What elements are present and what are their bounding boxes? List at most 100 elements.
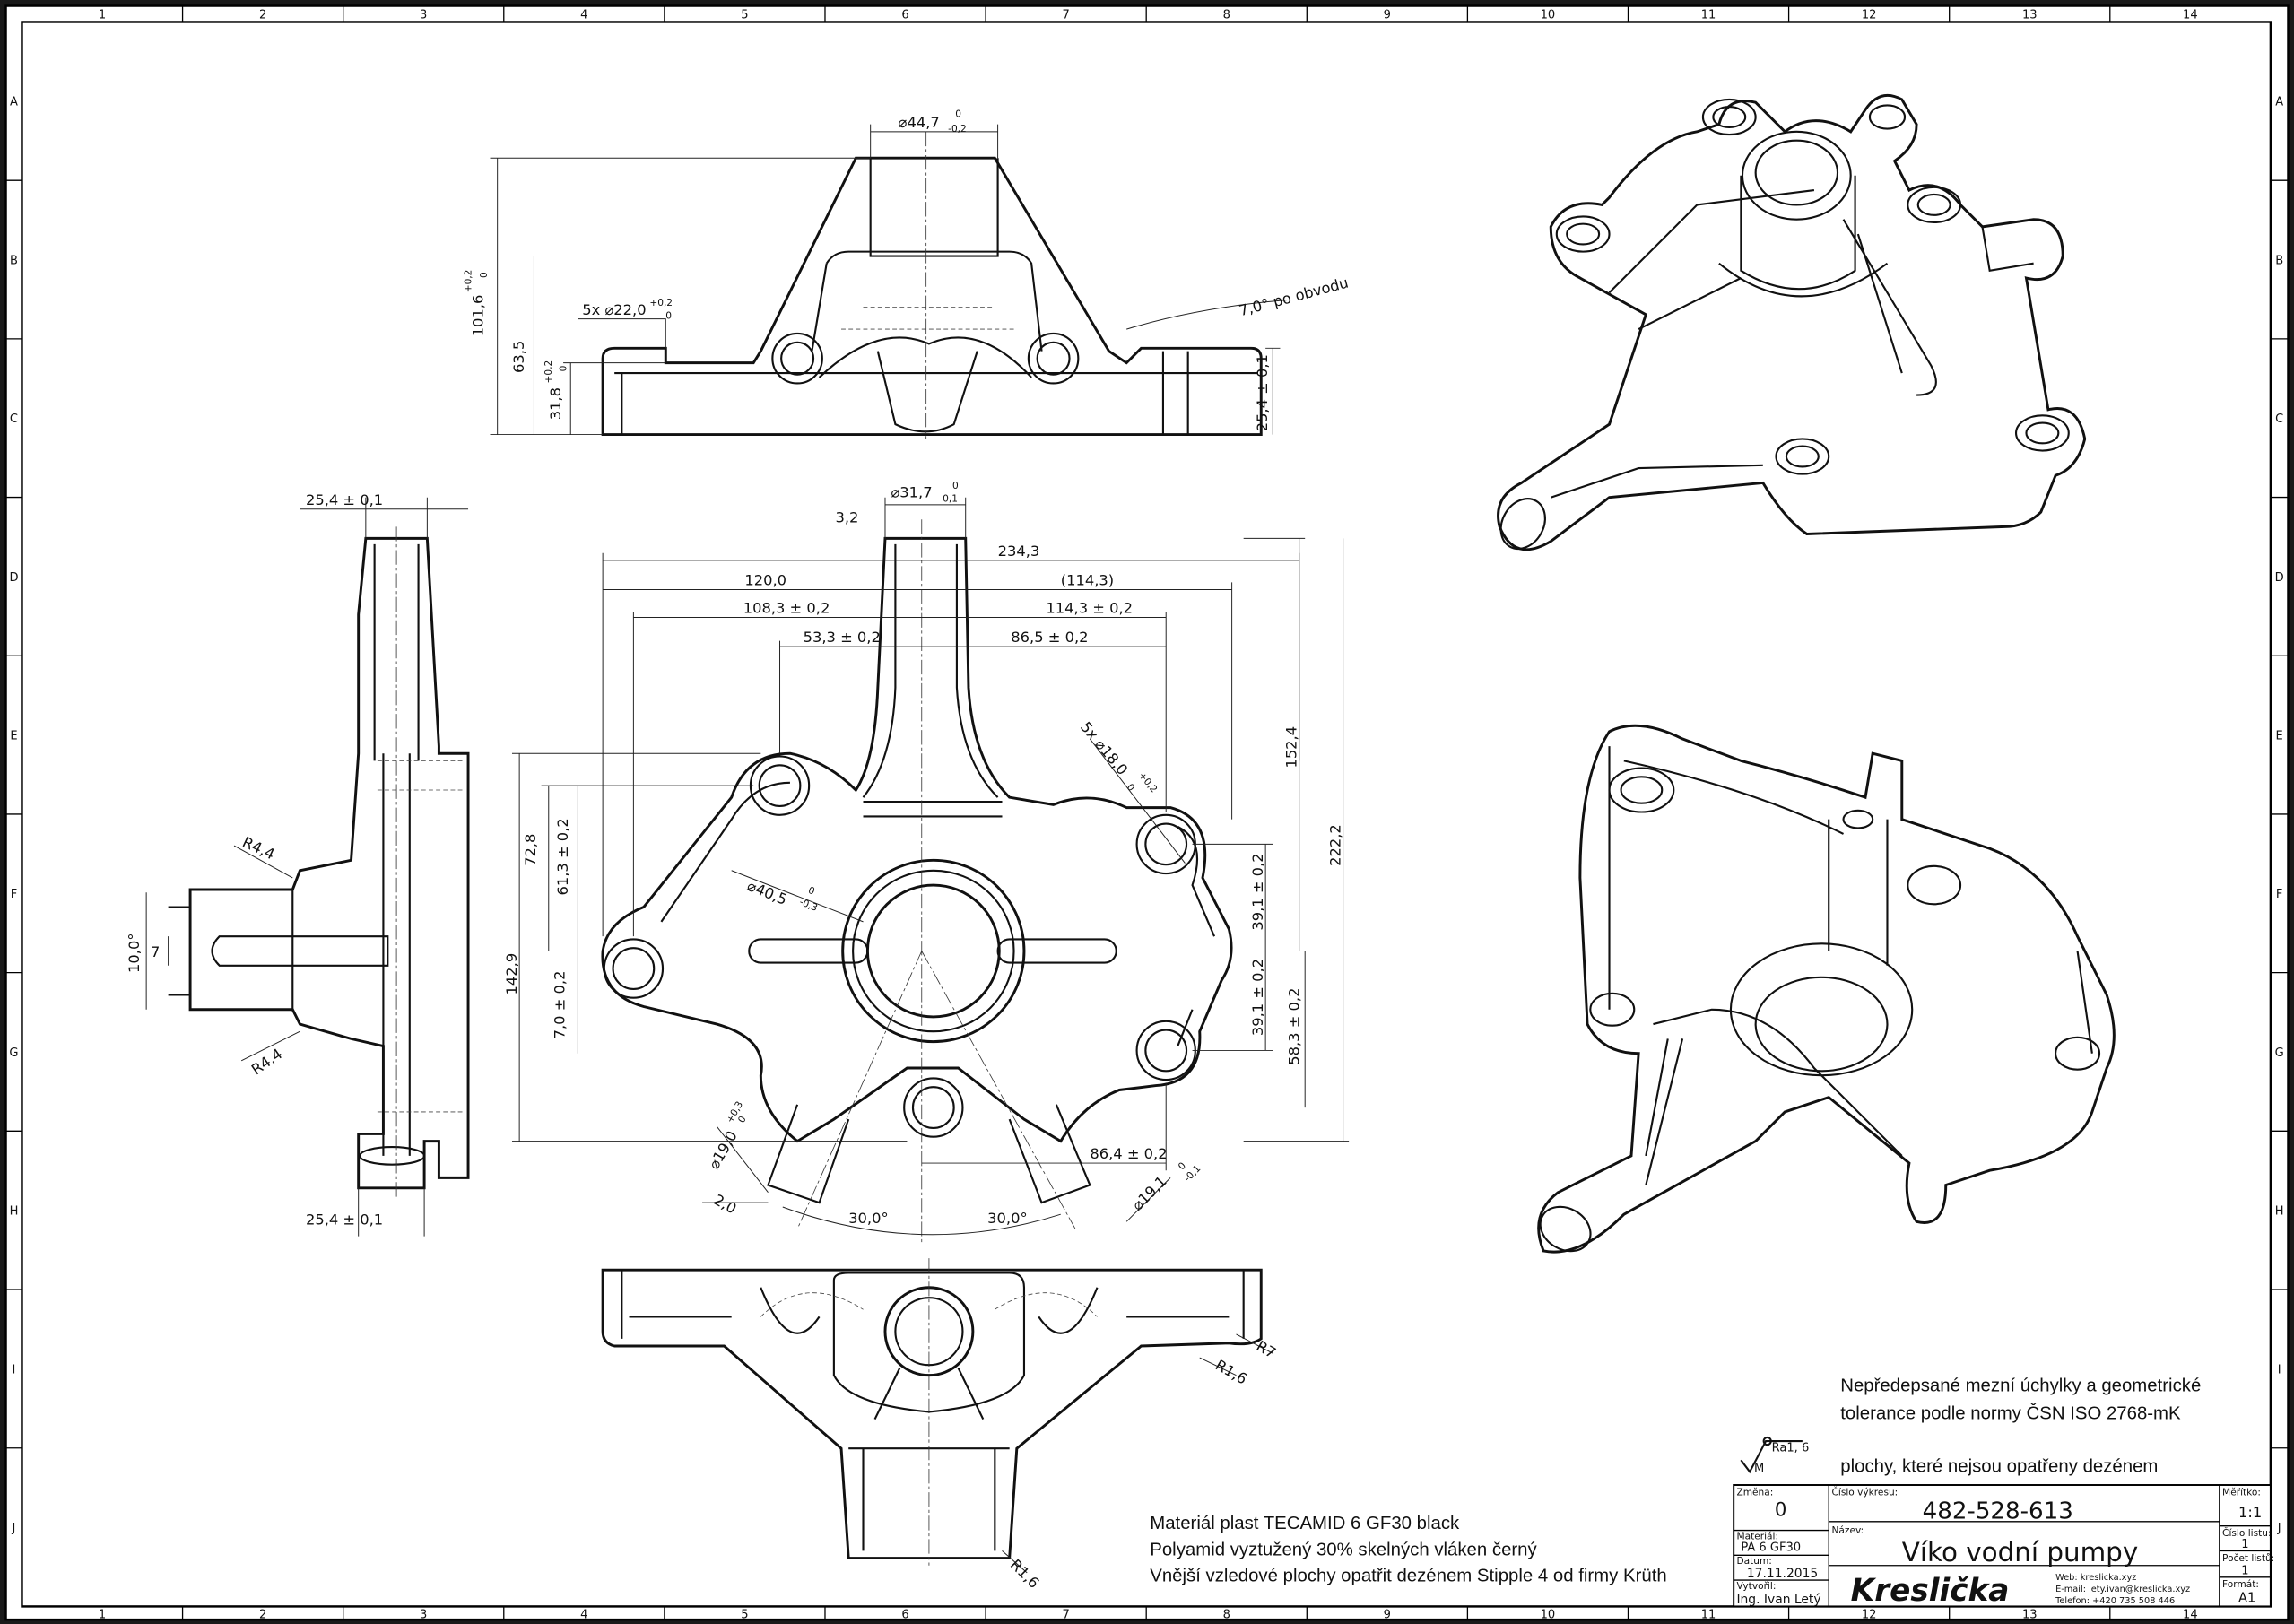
svg-text:+0,2: +0,2: [649, 298, 673, 308]
svg-text:Vytvořil:: Vytvořil:: [1736, 1581, 1776, 1592]
zone-column-label-top: 2: [259, 8, 266, 22]
zone-column-label-bottom: 14: [2183, 1608, 2198, 1621]
svg-text:0: 0: [479, 272, 490, 278]
svg-text:0: 0: [955, 109, 961, 120]
zone-column-label-bottom: 10: [1541, 1608, 1556, 1621]
svg-text:Web: kreslicka.xyz: Web: kreslicka.xyz: [2055, 1573, 2136, 1583]
dim-tube-width: 25,4 ± 0,1: [306, 1211, 383, 1229]
zone-row-label-right: B: [2275, 254, 2283, 267]
svg-text:7,0 ± 0,2: 7,0 ± 0,2: [552, 971, 569, 1039]
side-view: [145, 497, 470, 1237]
svg-text:0: 0: [952, 481, 959, 491]
svg-text:86,5 ± 0,2: 86,5 ± 0,2: [1011, 629, 1088, 646]
change-value: 0: [1775, 1498, 1786, 1520]
dim-height-31: 31,8: [547, 387, 564, 420]
zone-row-label-left: J: [12, 1522, 16, 1535]
zone-column-label-bottom: 11: [1701, 1608, 1716, 1621]
isometric-view-bottom: [1537, 724, 2116, 1254]
svg-text:0: 0: [806, 885, 816, 898]
svg-text:58,3 ± 0,2: 58,3 ± 0,2: [1286, 988, 1303, 1065]
svg-text:Materiál:: Materiál:: [1736, 1531, 1778, 1541]
svg-text:(114,3): (114,3): [1061, 572, 1114, 589]
zone-row-label-right: E: [2276, 729, 2283, 743]
drawing-number: 482-528-613: [1923, 1498, 2073, 1525]
zone-row-label-right: C: [2275, 413, 2283, 426]
svg-text:1: 1: [2241, 1565, 2248, 1578]
title-block: Změna: 0 Číslo výkresu: 482-528-613 Měří…: [1733, 1484, 2274, 1609]
svg-text:108,3 ± 0,2: 108,3 ± 0,2: [743, 600, 830, 617]
svg-text:142,9: 142,9: [503, 953, 520, 995]
svg-text:A1: A1: [2238, 1591, 2255, 1606]
plan-view: [511, 497, 1361, 1244]
svg-text:M: M: [1754, 1462, 1764, 1475]
surface-note: plochy, které nejsou opatřeny dezénem: [1840, 1456, 2158, 1476]
zone-column-label-top: 9: [1384, 8, 1391, 22]
zone-row-label-left: H: [10, 1205, 19, 1219]
svg-text:1: 1: [2241, 1538, 2248, 1551]
dim-base-height: 25,4 ± 0,1: [1254, 354, 1271, 431]
dim-slot-width: 7: [151, 943, 160, 960]
svg-text:Změna:: Změna:: [1736, 1487, 1773, 1498]
svg-text:Měřítko:: Měřítko:: [2222, 1487, 2261, 1498]
material-note-line2: Polyamid vyztužený 30% skelných vláken č…: [1150, 1540, 1537, 1559]
zone-column-label-top: 14: [2183, 8, 2198, 22]
dim-neck-diameter: ⌀31,7: [891, 484, 933, 501]
svg-text:Datum:: Datum:: [1736, 1556, 1771, 1567]
sheet: [4, 4, 2290, 1621]
bottom-view: [601, 1258, 1273, 1574]
zone-column-label-bottom: 9: [1384, 1608, 1391, 1621]
dim-overall-width: 234,3: [998, 543, 1040, 560]
svg-text:Číslo výkresu:: Číslo výkresu:: [1831, 1486, 1898, 1498]
svg-text:53,3 ± 0,2: 53,3 ± 0,2: [804, 629, 881, 646]
svg-text:E-mail: lety.ivan@kreslicka.xy: E-mail: lety.ivan@kreslicka.xyz: [2055, 1585, 2190, 1594]
surface-roughness-symbol: Ra1, 6 M: [1740, 1436, 1810, 1475]
zone-column-label-bottom: 6: [901, 1608, 908, 1621]
zone-column-label-bottom: 7: [1062, 1608, 1069, 1621]
front-view: [490, 124, 1288, 439]
scale-value: 1:1: [2238, 1504, 2262, 1521]
zone-column-label-top: 6: [901, 8, 908, 22]
zone-row-label-left: C: [10, 413, 18, 426]
svg-text:0: 0: [665, 311, 672, 322]
svg-text:+0,2: +0,2: [463, 270, 474, 293]
dim-top-diameter: ⌀44,7: [899, 114, 940, 131]
svg-text:-0,1: -0,1: [939, 494, 958, 505]
svg-text:72,8: 72,8: [522, 834, 539, 866]
zone-row-label-right: J: [2277, 1522, 2281, 1535]
zone-row-label-left: B: [10, 254, 18, 267]
zone-column-label-bottom: 8: [1223, 1608, 1230, 1621]
zone-column-label-top: 5: [741, 8, 748, 22]
zone-column-label-top: 10: [1541, 8, 1556, 22]
svg-text:39,1 ± 0,2: 39,1 ± 0,2: [1249, 853, 1266, 930]
tolerance-note-line2: tolerance podle normy ČSN ISO 2768-mK: [1840, 1403, 2181, 1424]
zone-row-label-left: G: [9, 1046, 18, 1060]
material-note-line3: Vnější vzledové plochy opatřit dezénem S…: [1150, 1567, 1666, 1586]
zone-row-label-right: H: [2275, 1205, 2284, 1219]
svg-text:Počet listů:: Počet listů:: [2222, 1553, 2274, 1564]
svg-text:152,4: 152,4: [1282, 726, 1299, 769]
zone-row-label-right: A: [2275, 96, 2283, 109]
svg-text:Ra1, 6: Ra1, 6: [1772, 1441, 1810, 1455]
svg-text:61,3 ± 0,2: 61,3 ± 0,2: [554, 818, 571, 895]
svg-text:30,0°: 30,0°: [848, 1210, 888, 1227]
svg-text:Formát:: Formát:: [2222, 1579, 2259, 1590]
svg-text:86,4 ± 0,2: 86,4 ± 0,2: [1090, 1145, 1167, 1162]
zone-column-label-top: 8: [1223, 8, 1230, 22]
isometric-view-top: [1497, 93, 2087, 551]
zone-row-label-right: F: [2276, 888, 2283, 901]
dim-taper-angle: 10,0°: [126, 934, 143, 973]
zone-row-label-left: F: [11, 888, 18, 901]
svg-text:222,2: 222,2: [1326, 824, 1343, 866]
svg-text:30,0°: 30,0°: [987, 1210, 1027, 1227]
zone-column-label-bottom: 5: [741, 1608, 748, 1621]
dim-height-total: 101,6: [469, 295, 486, 337]
zone-row-label-left: E: [10, 729, 17, 743]
svg-text:120,0: 120,0: [744, 572, 786, 589]
tolerance-note-line1: Nepředepsané mezní úchylky a geometrické: [1840, 1376, 2201, 1396]
material-value: PA 6 GF30: [1741, 1541, 1801, 1554]
zone-row-label-left: I: [13, 1363, 16, 1376]
svg-text:Telefon: +420 735 508 446: Telefon: +420 735 508 446: [2055, 1596, 2175, 1606]
general-notes: Nepředepsané mezní úchylky a geometrické…: [1150, 1376, 2201, 1586]
drawing-name: Víko vodní pumpy: [1902, 1537, 2138, 1568]
